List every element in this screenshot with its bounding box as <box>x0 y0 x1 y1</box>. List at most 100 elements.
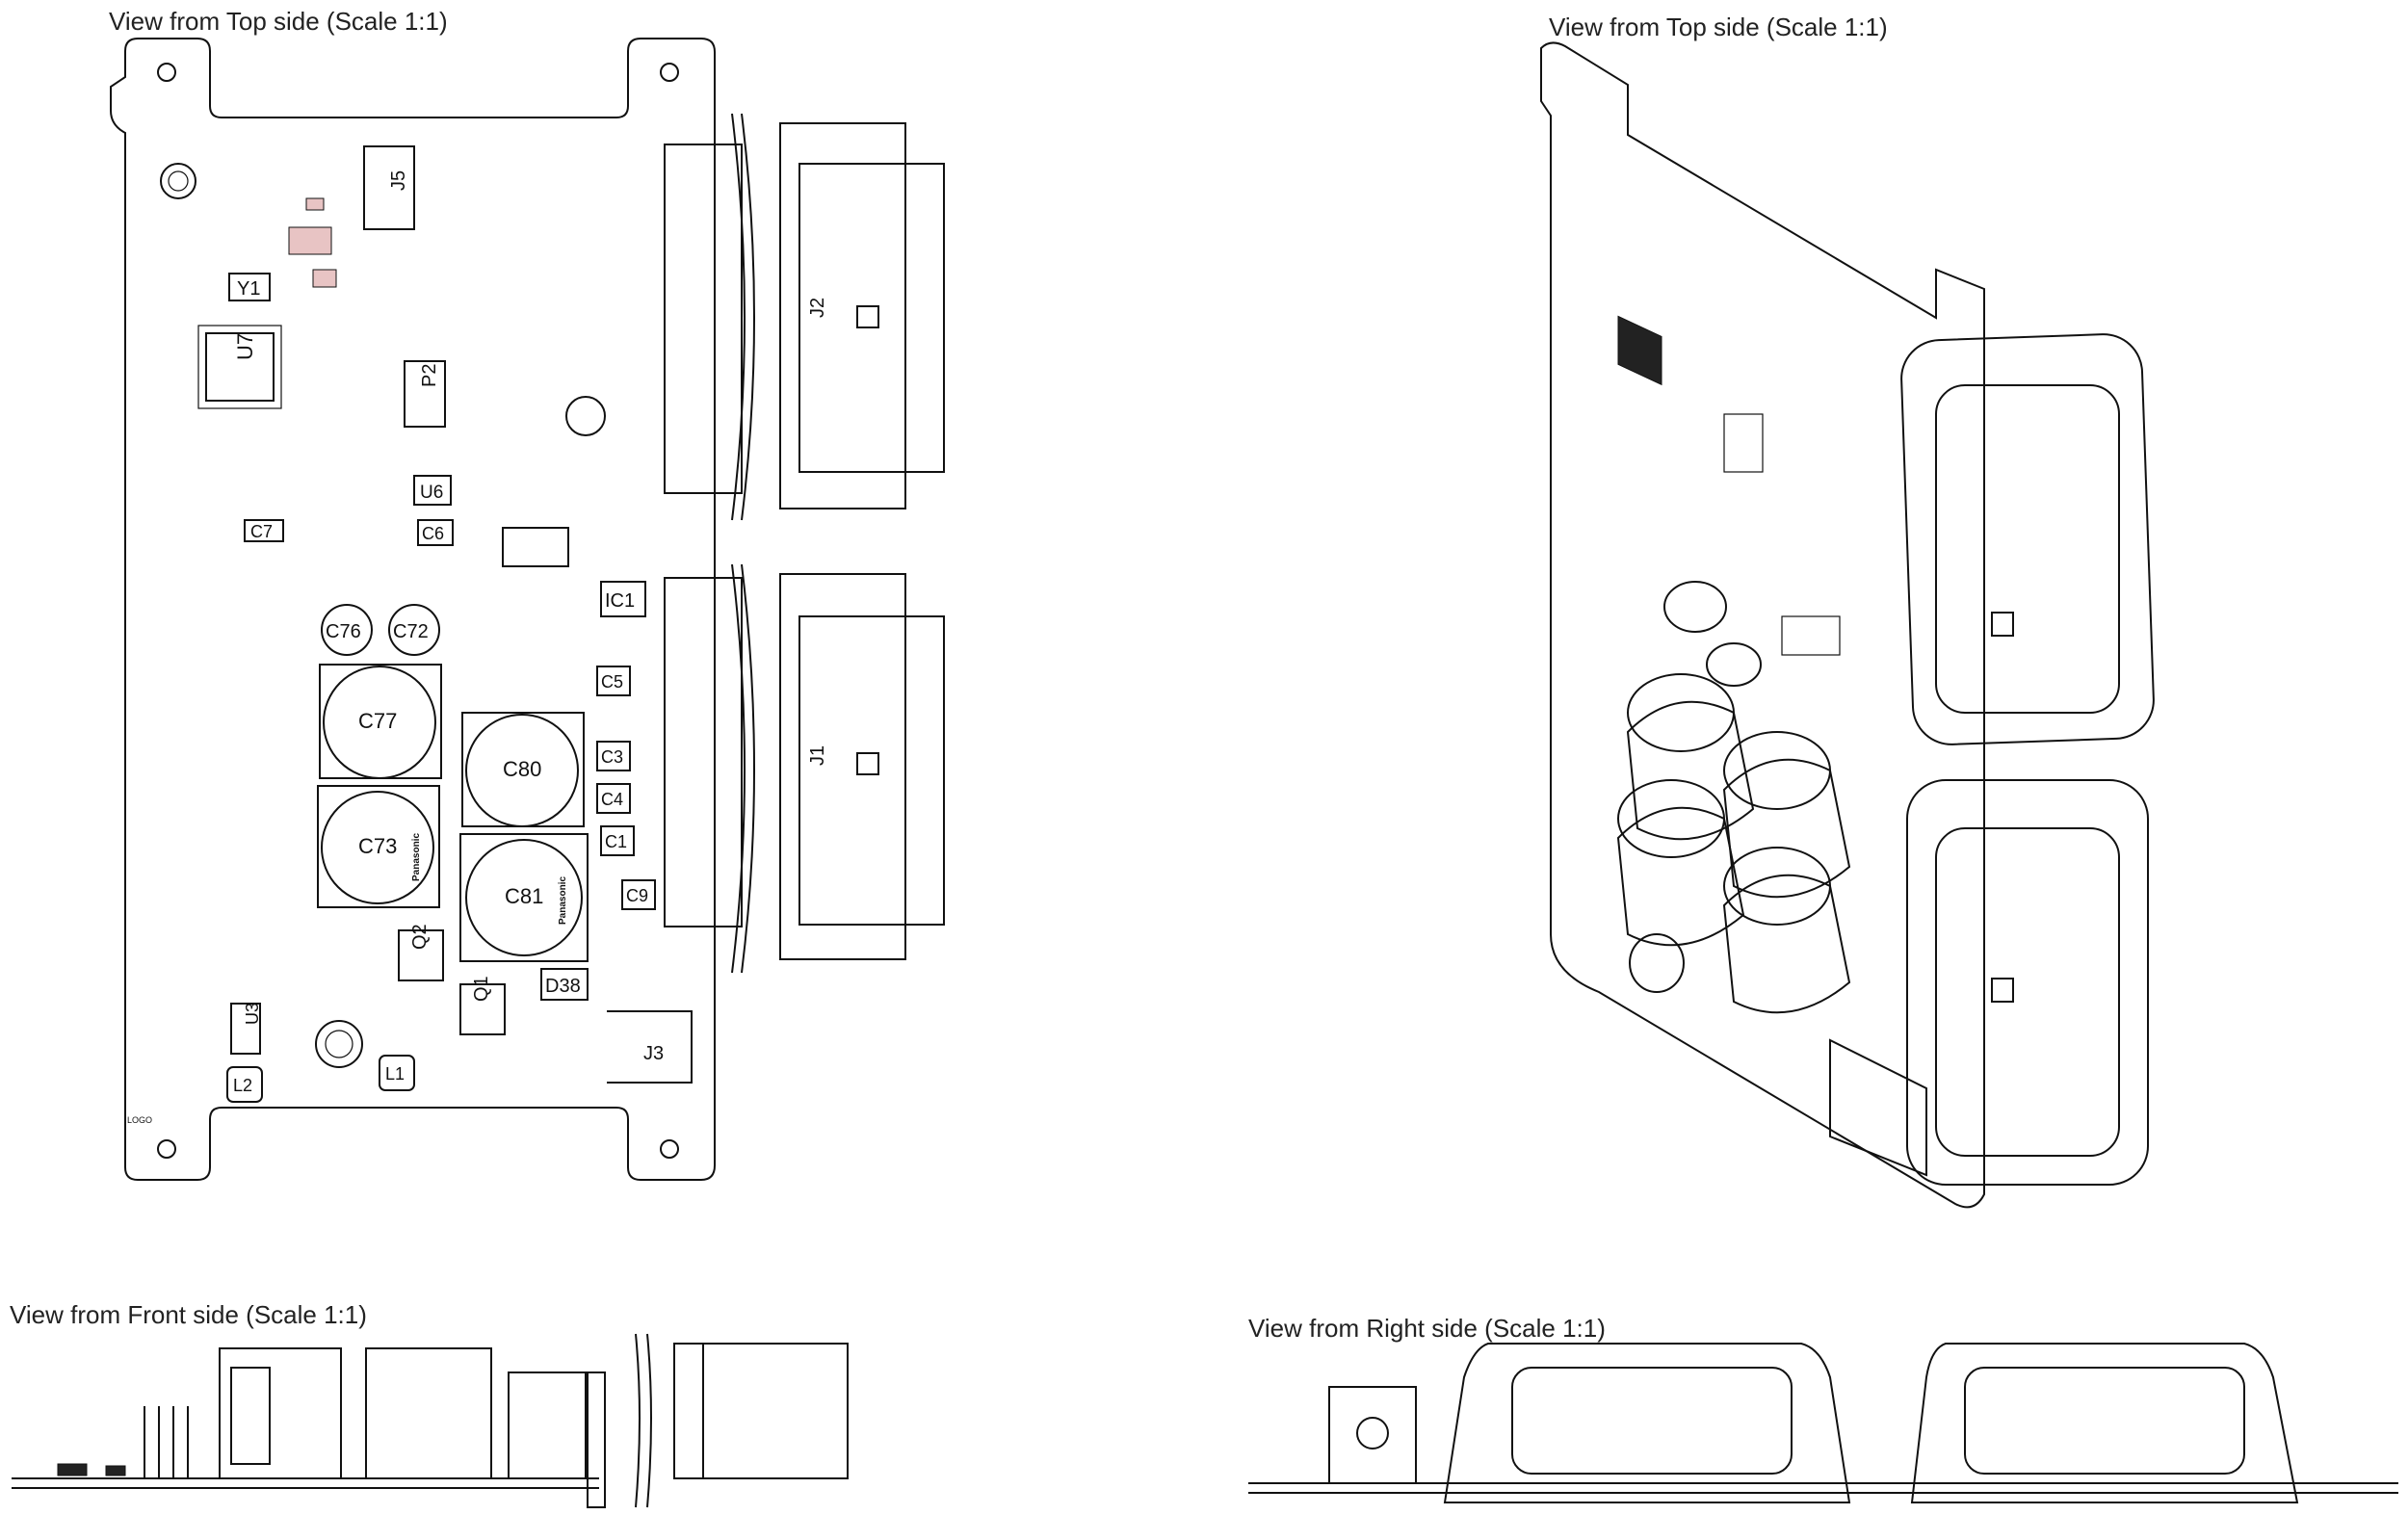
front-smd <box>105 1465 126 1476</box>
iso-header <box>1781 615 1841 656</box>
c81-label: C81 <box>505 884 543 908</box>
front-connector-body <box>508 1371 587 1479</box>
j3-label: J3 <box>643 1043 664 1064</box>
j2-seal <box>731 113 746 521</box>
c81-cap <box>465 839 583 956</box>
q2-label: Q2 <box>409 924 431 950</box>
iso-connector-bottom <box>1906 779 2149 1186</box>
panasonic-mark: Panasonic <box>411 833 422 881</box>
front-cap <box>219 1347 342 1479</box>
iso-mcu <box>1617 315 1662 386</box>
front-smd <box>57 1463 88 1476</box>
y1-crystal <box>228 273 271 301</box>
j1-hood <box>798 615 945 926</box>
highlighted-part <box>288 226 332 255</box>
c80-cap <box>465 714 579 827</box>
c73-cap <box>321 791 434 904</box>
iso-board-outline <box>1540 41 1985 1209</box>
iso-connector-bottom-inner <box>1935 827 2120 1157</box>
iso-connector-top-inner <box>1935 384 2120 714</box>
c76-cap <box>321 604 373 656</box>
j1-body <box>664 577 743 927</box>
right-connector-1 <box>1443 1343 1851 1503</box>
right-bracket <box>1328 1386 1417 1484</box>
q2-part <box>398 929 444 981</box>
c76-label: C76 <box>326 621 361 642</box>
front-cap-small <box>230 1367 271 1465</box>
c5-label: C5 <box>601 672 623 692</box>
u6-chip <box>413 475 452 506</box>
c80-label: C80 <box>503 757 541 781</box>
front-connector-flange <box>587 1371 606 1508</box>
p2-label: P2 <box>419 364 440 387</box>
j1-shell <box>779 573 906 960</box>
front-view <box>12 1333 849 1508</box>
front-view-title: View from Front side (Scale 1:1) <box>10 1300 367 1329</box>
j1-connector: J1 <box>664 563 945 974</box>
small-electrolytic <box>315 1020 363 1068</box>
button-switch <box>160 163 196 199</box>
right-view <box>1248 1343 2398 1503</box>
j1-label: J1 <box>807 745 828 766</box>
ic1-label: IC1 <box>605 590 635 612</box>
u3-label: U3 <box>243 1003 262 1025</box>
right-connector-1-face <box>1511 1367 1793 1475</box>
mounting-hole <box>660 63 679 82</box>
j3-connector <box>607 1010 693 1084</box>
iso-connector-top <box>1900 333 2155 745</box>
iso-cap <box>1722 874 1851 1014</box>
c6-part <box>417 519 454 546</box>
c7-part <box>244 519 284 542</box>
pcb-outline <box>110 38 716 1181</box>
right-connector-2-face <box>1964 1367 2245 1475</box>
j2-connector: J2 <box>664 113 945 521</box>
highlighted-part <box>305 197 325 211</box>
c72-label: C72 <box>393 621 429 642</box>
l2-inductor <box>226 1066 263 1103</box>
j1-seal <box>731 563 746 974</box>
c9-label: C9 <box>626 886 648 905</box>
j2-body <box>664 144 743 494</box>
j2-label: J2 <box>807 298 828 318</box>
mounting-hole <box>157 63 176 82</box>
iso-header <box>1723 413 1764 473</box>
c6-label: C6 <box>422 524 444 543</box>
u3-chip <box>230 1003 261 1055</box>
c77-label: C77 <box>358 709 397 733</box>
isometric-view <box>1540 41 2155 1209</box>
c73-label: C73 <box>358 834 397 858</box>
panasonic-mark: Panasonic <box>558 876 568 925</box>
ic1-chip <box>600 581 646 617</box>
iso-small-electrolytic <box>1629 933 1685 993</box>
iso-latch <box>1991 978 2014 1003</box>
j5-connector <box>363 145 415 230</box>
c4-label: C4 <box>601 790 623 809</box>
c3-label: C3 <box>601 747 623 767</box>
right-view-title: View from Right side (Scale 1:1) <box>1248 1314 1606 1343</box>
mounting-hole <box>660 1139 679 1159</box>
c9-part <box>621 879 656 910</box>
j5-label: J5 <box>388 170 409 191</box>
q1-part <box>459 983 506 1035</box>
iso-cap <box>1626 700 1755 841</box>
iso-bracket <box>1829 1038 1927 1177</box>
right-connector-2 <box>1910 1343 2299 1503</box>
p2-header <box>404 360 446 428</box>
d38-label: D38 <box>545 976 581 997</box>
logo-mark: LOGO <box>127 1115 152 1125</box>
l2-label: L2 <box>233 1076 252 1095</box>
u7-label: U7 <box>233 333 257 360</box>
iso-small-cap <box>1663 581 1727 633</box>
iso-cap <box>1722 758 1851 899</box>
front-seal <box>635 1333 641 1508</box>
c5-part <box>596 666 631 696</box>
l1-inductor <box>379 1055 415 1091</box>
c4-part <box>596 783 631 814</box>
l1-label: L1 <box>385 1064 405 1084</box>
top-left-view-title: View from Top side (Scale 1:1) <box>109 7 448 36</box>
right-bracket-hole <box>1356 1417 1389 1450</box>
u7-chip <box>205 332 275 402</box>
y1-label: Y1 <box>237 278 260 300</box>
c77-cap <box>323 666 436 779</box>
